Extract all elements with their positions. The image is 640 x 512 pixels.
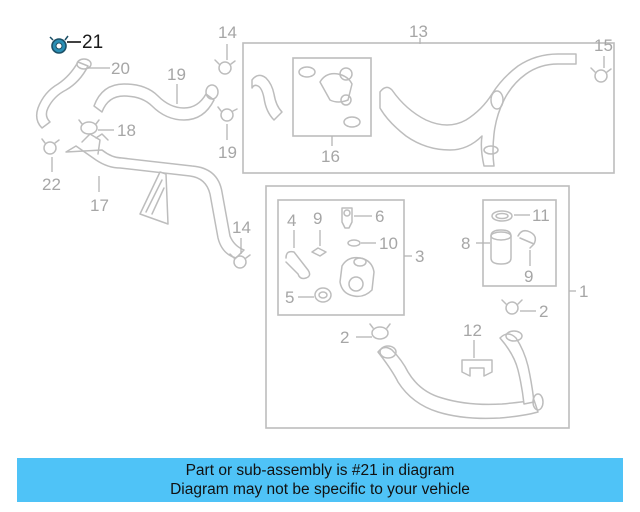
callout-17: 17 xyxy=(90,196,109,215)
callout-14-lower: 14 xyxy=(232,218,251,237)
banner-line-2: Diagram may not be specific to your vehi… xyxy=(170,481,470,498)
part-20-hose[interactable] xyxy=(35,58,92,129)
part-7-clip[interactable] xyxy=(311,247,327,257)
part-14-clamp-lower[interactable] xyxy=(229,253,251,269)
part-19-clamp-right[interactable] xyxy=(217,106,238,122)
part-9-thermostat[interactable] xyxy=(490,229,512,265)
callout-1: 1 xyxy=(579,282,588,301)
part-11-o-ring[interactable] xyxy=(491,210,513,222)
info-banner: Part or sub-assembly is #21 in diagram D… xyxy=(17,458,623,502)
part-22-clamp[interactable] xyxy=(41,138,60,155)
callout-22: 22 xyxy=(42,175,61,194)
callout-12: 12 xyxy=(463,321,482,340)
part-1-coolant-hose[interactable] xyxy=(377,330,544,420)
callout-16: 16 xyxy=(321,147,340,166)
callout-21: 21 xyxy=(82,32,103,53)
part-19-clamp-left[interactable] xyxy=(78,119,100,135)
callout-15: 15 xyxy=(594,36,613,55)
callout-4: 4 xyxy=(287,211,296,230)
callout-20: 20 xyxy=(111,59,130,78)
part-6-sensor[interactable] xyxy=(341,207,353,229)
part-12-bracket[interactable] xyxy=(461,359,493,377)
part-5-gasket[interactable] xyxy=(314,287,332,303)
part-14-clamp-upper[interactable] xyxy=(214,59,236,75)
callout-10: 9 xyxy=(524,267,533,286)
part-16-housing[interactable] xyxy=(298,66,361,128)
callout-19-left: 18 xyxy=(117,121,136,140)
group-box-13 xyxy=(242,42,615,174)
group-box-1 xyxy=(265,185,570,429)
part-10-seal-clip[interactable] xyxy=(517,229,537,249)
callout-19-right: 19 xyxy=(218,143,237,162)
callout-2-left: 2 xyxy=(340,328,349,347)
callout-18: 19 xyxy=(167,65,186,84)
callout-8: 10 xyxy=(379,234,398,253)
part-21-clamp[interactable] xyxy=(49,35,69,54)
callout-14-upper: 14 xyxy=(218,23,237,42)
callout-7: 9 xyxy=(313,209,322,228)
part-4-spring-clip[interactable] xyxy=(285,250,311,280)
parts-diagram: 21 20 19 14 19 18 22 xyxy=(35,22,615,429)
group-box-3 xyxy=(277,199,405,316)
banner-line-1: Part or sub-assembly is #21 in diagram xyxy=(185,462,455,479)
callout-11: 11 xyxy=(532,206,550,225)
part-13-long-hose[interactable] xyxy=(379,53,577,167)
callout-2-right: 2 xyxy=(539,302,548,321)
callout-13: 13 xyxy=(409,22,428,41)
part-13-small-hose[interactable] xyxy=(251,74,283,121)
part-2-clamp-right[interactable] xyxy=(501,299,523,315)
callout-5: 5 xyxy=(285,288,294,307)
callout-6: 6 xyxy=(375,207,384,226)
part-2-clamp-left[interactable] xyxy=(369,323,391,340)
part-8-o-ring[interactable] xyxy=(347,239,361,247)
callout-9: 8 xyxy=(461,234,470,253)
part-15-clamp[interactable] xyxy=(590,67,612,83)
callout-3: 3 xyxy=(415,247,424,266)
part-3-thermostat-housing[interactable] xyxy=(339,256,375,298)
part-18-hose[interactable] xyxy=(93,83,219,121)
